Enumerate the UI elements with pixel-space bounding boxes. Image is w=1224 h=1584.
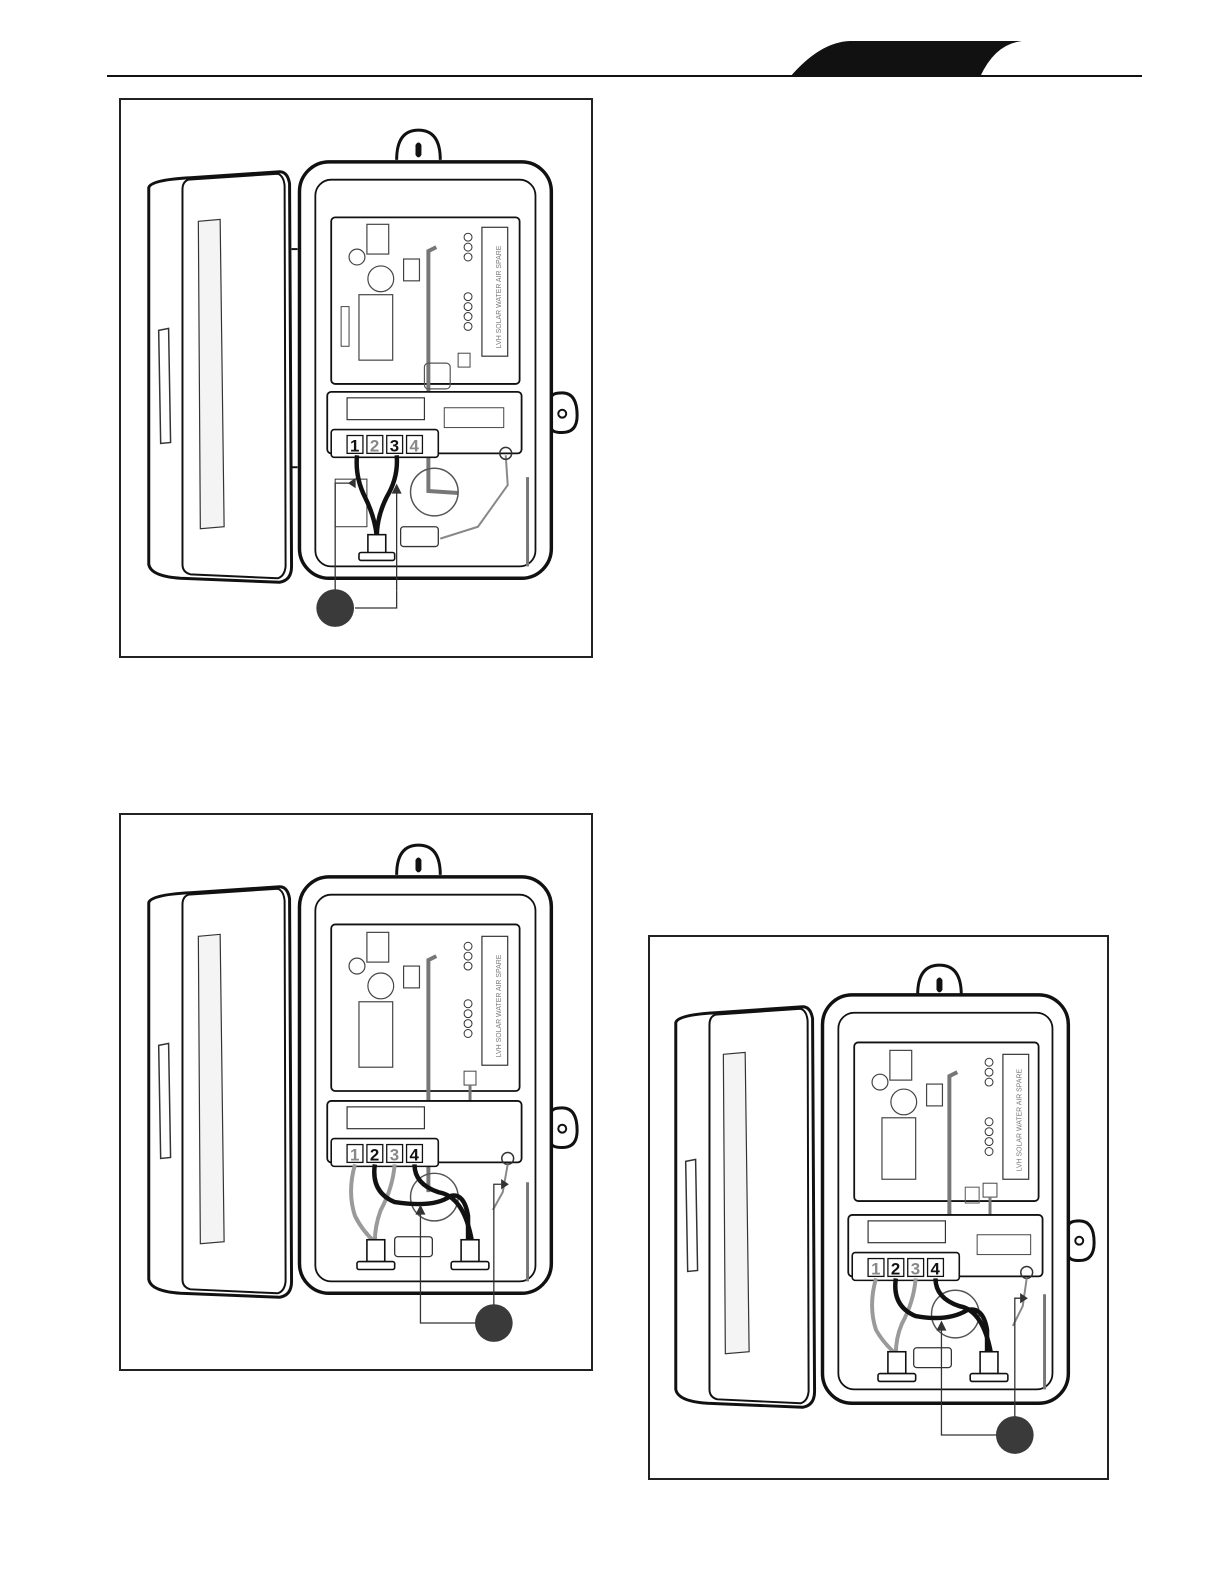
callout-marker <box>475 1304 513 1342</box>
enclosure-door <box>676 1007 815 1407</box>
enclosure-housing: LVH SOLAR WATER AIR SPARE <box>299 845 577 1293</box>
callout-marker <box>316 589 354 627</box>
header-tab-shape <box>790 40 1142 78</box>
terminal-1-label: 1 <box>871 1259 880 1278</box>
enclosure-door <box>149 172 298 583</box>
terminal-4-label: 4 <box>410 436 420 455</box>
enclosure-housing: LVH SOLAR WATER AIR SPARE <box>822 965 1094 1403</box>
board-terminal-labels: LVH SOLAR WATER AIR SPARE <box>1017 1068 1024 1171</box>
callout-marker <box>996 1416 1034 1454</box>
terminal-2-label: 2 <box>891 1259 900 1278</box>
wiring-diagram-2: LVH SOLAR WATER AIR SPARE 1 2 3 4 <box>121 815 591 1369</box>
terminal-4-label: 4 <box>410 1145 420 1164</box>
terminal-4-label: 4 <box>931 1259 941 1278</box>
wiring-diagram-1: LVH SOLAR WATER AIR SPARE 1 2 3 4 <box>121 100 591 656</box>
main-terminal-block: 1 2 3 4 <box>331 1139 438 1167</box>
board-terminal-labels: LVH SOLAR WATER AIR SPARE <box>496 954 503 1057</box>
terminal-3-label: 3 <box>911 1259 920 1278</box>
terminal-3-label: 3 <box>390 436 399 455</box>
figure-wiring-terminals-1-3: LVH SOLAR WATER AIR SPARE 1 2 3 4 <box>119 98 593 658</box>
enclosure-door <box>149 887 292 1298</box>
terminal-1-label: 1 <box>350 436 359 455</box>
terminal-3-label: 3 <box>390 1145 399 1164</box>
main-terminal-block: 1 2 3 4 <box>852 1253 959 1281</box>
board-terminal-labels: LVH SOLAR WATER AIR SPARE <box>496 245 503 348</box>
figure-wiring-terminals-2-4: LVH SOLAR WATER AIR SPARE 1 2 3 4 <box>119 813 593 1371</box>
enclosure-housing: LVH SOLAR WATER AIR SPARE <box>299 130 577 578</box>
figure-wiring-terminals-2-4-alt: LVH SOLAR WATER AIR SPARE 1 2 3 4 <box>648 935 1109 1480</box>
terminal-2-label: 2 <box>370 436 379 455</box>
main-terminal-block: 1 2 3 4 <box>331 430 438 458</box>
terminal-1-label: 1 <box>350 1145 359 1164</box>
terminal-2-label: 2 <box>370 1145 379 1164</box>
wiring-diagram-3: LVH SOLAR WATER AIR SPARE 1 2 3 4 <box>650 937 1107 1478</box>
